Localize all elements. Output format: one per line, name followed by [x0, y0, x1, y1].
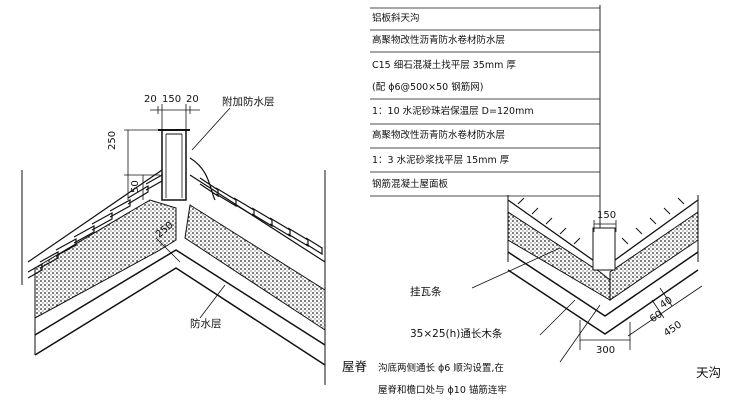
- ridge-dim-top-right: 20: [186, 94, 199, 105]
- ridge-detail: [21, 104, 326, 385]
- valley-gutter: [592, 227, 616, 271]
- valley-layer-8: 钢筋混凝土屋面板: [372, 179, 449, 190]
- valley-layer-2: 高聚物改性沥青防水卷材防水层: [372, 35, 506, 46]
- valley-callout-tile-batten: 挂瓦条: [410, 286, 442, 298]
- valley-insulation-right: [609, 211, 699, 301]
- valley-leader-strip: [539, 299, 576, 336]
- ridge-leader-extra: [191, 107, 231, 151]
- ridge-tiles-left: [27, 169, 163, 279]
- ridge-slab-top: [34, 249, 326, 346]
- ridge-caption: 屋脊: [342, 359, 368, 374]
- valley-leader-batten: [471, 247, 561, 289]
- valley-dim-300: 300: [596, 345, 616, 356]
- valley-layer-7: 1：3 水泥砂浆找平层 15mm 厚: [372, 155, 510, 166]
- valley-slab-bottom: [507, 269, 699, 335]
- ridge-callout-waterproof: 防水层: [190, 318, 222, 330]
- valley-layer-1: 铝板斜天沟: [372, 13, 420, 24]
- ridge-dimensions: [124, 104, 200, 263]
- ridge-dim-height-250: 250: [107, 130, 118, 150]
- ridge-tiles-right: [189, 157, 326, 263]
- ridge-insulation-right: [184, 204, 326, 331]
- ridge-callout-extra-waterproof: 附加防水层: [222, 96, 275, 108]
- valley-leader-note: [559, 304, 601, 363]
- ridge-dim-height-50: 50: [130, 180, 141, 193]
- ridge-leader-waterproof: [199, 284, 226, 319]
- valley-tile-ticks: [517, 197, 685, 245]
- ridge-dim-top-left: 20: [144, 94, 157, 105]
- valley-dimensions: [579, 220, 703, 350]
- valley-layer-5: 1：10 水泥砂珠岩保温层 D=120mm: [372, 106, 534, 117]
- valley-layer-3: C15 细石混凝土找平层 35mm 厚: [372, 60, 516, 71]
- valley-detail: [370, 5, 703, 363]
- valley-slab-top: [507, 251, 699, 317]
- valley-note-line2: 屋脊和檐口处与 ϕ10 锚筋连牢: [378, 385, 507, 396]
- valley-layer-4: (配 ϕ6@500×50 钢筋网): [372, 82, 484, 93]
- valley-dim-150: 150: [597, 210, 617, 221]
- ridge-dim-top-mid: 150: [162, 94, 182, 105]
- valley-caption: 天沟: [696, 365, 722, 380]
- valley-callout-wood-strip: 35×25(h)通长木条: [410, 328, 503, 340]
- valley-layer-6: 高聚物改性沥青防水卷材防水层: [372, 130, 506, 141]
- valley-note-line1: 沟底两侧通长 ϕ6 顺沟设置,在: [378, 363, 504, 374]
- ridge-slab-bottom: [34, 267, 326, 366]
